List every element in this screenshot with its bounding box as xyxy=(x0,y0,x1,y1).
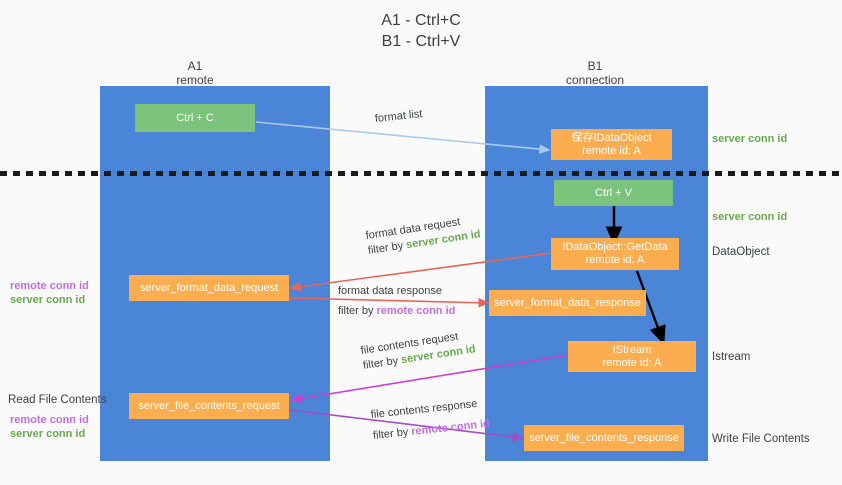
right-label-write-file-contents: Write File Contents xyxy=(712,433,810,445)
box-server-format-data-response-label: server_format_data_response xyxy=(494,296,641,309)
box-server-file-contents-request[interactable]: server_file_contents_request xyxy=(129,393,289,419)
box-save-idataobject[interactable]: 保存IDataObject remote id: A xyxy=(551,129,672,160)
title-line-1: A1 - Ctrl+C xyxy=(381,12,461,29)
box-istream-line1: IStream xyxy=(612,343,652,356)
title-line-2: B1 - Ctrl+V xyxy=(381,33,461,50)
column-header-a1: A1 remote xyxy=(140,59,250,87)
box-ctrl-c[interactable]: Ctrl + C xyxy=(135,104,255,132)
edge-label-format-data-request: format data request filter by server con… xyxy=(365,212,482,258)
column-header-b1: B1 connection xyxy=(540,59,650,87)
left-label-remote-conn-id-2: remote conn id xyxy=(10,414,89,426)
box-idataobject-getdata[interactable]: IDataObject::GetData remote id: A xyxy=(551,238,679,270)
phase-divider xyxy=(0,171,842,176)
edge-label-file-contents-request: file contents request filter by server c… xyxy=(360,327,477,373)
box-server-format-data-request-label: server_format_data_request xyxy=(139,281,279,294)
box-idataobject-getdata-line1: IDataObject::GetData xyxy=(562,241,668,253)
box-save-idataobject-line1: 保存IDataObject xyxy=(571,131,652,144)
box-ctrl-v[interactable]: Ctrl + V xyxy=(554,180,673,206)
edge-label-format-list-text: format list xyxy=(374,108,424,125)
right-label-server-conn-id-mid: server conn id xyxy=(712,211,788,223)
box-istream[interactable]: IStream remote id: A xyxy=(568,341,696,372)
page-title: A1 - Ctrl+C B1 - Ctrl+V xyxy=(0,10,842,52)
edge-label-format-data-response-line1: format data response xyxy=(338,285,442,297)
box-idataobject-getdata-line2: remote id: A xyxy=(585,254,645,266)
column-header-a1-sub: remote xyxy=(176,73,214,87)
box-server-format-data-request[interactable]: server_format_data_request xyxy=(129,275,289,301)
column-header-b1-name: B1 xyxy=(587,59,603,73)
left-label-read-file-contents: Read File Contents xyxy=(8,394,107,406)
box-server-file-contents-response-label: server_file_contents_response xyxy=(529,431,679,444)
edge-label-file-contents-response: file contents response filter by remote … xyxy=(370,396,490,444)
left-label-server-conn-id-2: server conn id xyxy=(10,428,86,440)
box-server-format-data-response[interactable]: server_format_data_response xyxy=(489,290,646,316)
edge-label-file-contents-response-key: remote conn id xyxy=(410,417,491,438)
box-ctrl-v-label: Ctrl + V xyxy=(595,186,632,199)
left-label-server-conn-id-1: server conn id xyxy=(10,294,86,306)
edge-label-file-contents-response-prefix: filter by xyxy=(372,425,412,442)
right-label-istream: Istream xyxy=(712,351,751,363)
column-header-a1-name: A1 xyxy=(187,59,203,73)
edge-label-format-list: format list xyxy=(374,107,423,127)
right-label-dataobject: DataObject xyxy=(712,246,770,258)
edge-label-format-data-response-line2: filter by remote conn id xyxy=(338,304,455,319)
box-istream-line2: remote id: A xyxy=(602,356,662,369)
box-ctrl-c-label: Ctrl + C xyxy=(176,111,214,124)
right-label-server-conn-id-top: server conn id xyxy=(712,133,788,145)
column-header-b1-sub: connection xyxy=(565,73,625,87)
edge-label-format-data-response: format data response filter by remote co… xyxy=(338,284,455,319)
box-save-idataobject-line2: remote id: A xyxy=(582,144,641,157)
box-server-file-contents-response[interactable]: server_file_contents_response xyxy=(524,425,684,451)
edge-label-format-data-response-key: remote conn id xyxy=(376,305,456,317)
box-server-file-contents-request-label: server_file_contents_request xyxy=(138,399,280,412)
edge-label-format-data-response-prefix: filter by xyxy=(338,305,377,317)
left-label-remote-conn-id-1: remote conn id xyxy=(10,280,89,292)
